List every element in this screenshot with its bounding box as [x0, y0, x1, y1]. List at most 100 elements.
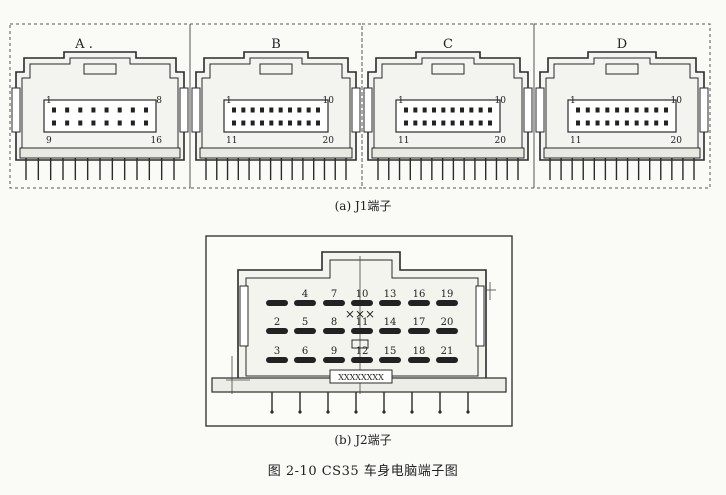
pin-hole	[260, 107, 264, 113]
pin-hole	[250, 107, 255, 113]
j2-pin	[351, 328, 373, 334]
pin-hole	[404, 107, 408, 113]
pin-hole	[144, 107, 148, 113]
pin-hole	[460, 120, 464, 126]
j2-pin-number: 9	[331, 346, 337, 357]
pin-cavity	[223, 99, 329, 133]
pin-number-last-bottom: 20	[671, 136, 683, 146]
pin-hole	[488, 107, 492, 113]
pin-number-last-bottom: 20	[495, 136, 507, 146]
pin-hole	[422, 107, 427, 113]
j2-pin	[408, 300, 430, 306]
j2-pin-number: 15	[384, 346, 397, 357]
pin-hole	[52, 107, 56, 113]
connector-label: D	[617, 37, 627, 52]
j2-key-slot	[351, 339, 369, 349]
j2-lead-tip	[354, 410, 358, 414]
pin-number-first-bottom: 11	[398, 136, 409, 146]
pin-hole	[130, 107, 135, 113]
pin-hole	[104, 120, 109, 126]
pin-number-first-bottom: 11	[570, 136, 581, 146]
pin-hole	[624, 107, 629, 113]
j2-pin-number: 14	[384, 317, 397, 328]
j2-pin	[294, 357, 316, 363]
side-clip-right	[351, 87, 361, 133]
pin-hole	[634, 107, 639, 113]
connector-dashed-frame	[9, 23, 191, 189]
j2-pin	[323, 328, 345, 334]
pin-number-last-top: 10	[495, 96, 507, 106]
connector-dashed-frame	[533, 23, 711, 189]
pin-hole	[450, 120, 455, 126]
pin-hole	[130, 120, 135, 126]
j1-caption: (a) J1端子	[334, 199, 392, 213]
pin-hole	[269, 107, 274, 113]
pin-hole	[624, 120, 629, 126]
pin-hole	[615, 120, 620, 126]
pin-cavity	[43, 99, 157, 133]
pin-number-first: 1	[226, 96, 232, 106]
pin-hole	[404, 120, 408, 126]
pin-hole	[654, 120, 659, 126]
pin-hole	[104, 107, 109, 113]
j2-pin-number: 6	[302, 346, 308, 357]
pin-hole	[78, 107, 83, 113]
pin-hole	[297, 120, 302, 126]
j2-pin-number: 7	[331, 289, 337, 300]
pin-number-first: 1	[46, 96, 52, 106]
pin-hole	[644, 120, 649, 126]
j2-housing-inner	[245, 259, 479, 377]
pin-hole	[469, 107, 474, 113]
pin-hole	[306, 107, 311, 113]
pin-hole	[232, 120, 236, 126]
pin-hole	[65, 107, 70, 113]
side-clip-left	[191, 87, 201, 133]
pin-hole	[52, 120, 56, 126]
j2-pin	[408, 357, 430, 363]
j2-pin-number: 4	[302, 289, 308, 300]
pin-hole	[297, 107, 302, 113]
side-clip-left	[239, 285, 249, 347]
j2-pin	[294, 328, 316, 334]
j2-pin-number: 16	[413, 289, 426, 300]
pin-hole	[478, 120, 483, 126]
j2-pin	[351, 357, 373, 363]
j2-pin-number: 18	[413, 346, 426, 357]
side-clip-right	[475, 285, 485, 347]
pin-hole	[117, 107, 122, 113]
pin-hole	[250, 120, 255, 126]
pin-hole	[241, 120, 246, 126]
pin-hole	[288, 120, 292, 126]
j2-pin	[323, 300, 345, 306]
pin-number-first: 1	[398, 96, 404, 106]
pin-cavity	[395, 99, 501, 133]
pin-hole	[316, 120, 320, 126]
pin-hole	[241, 107, 246, 113]
j2-lead-tip	[410, 410, 414, 414]
pin-hole	[478, 107, 483, 113]
pin-hole	[316, 107, 320, 113]
connector-base	[199, 147, 353, 159]
pin-hole	[615, 107, 620, 113]
j2-pin-number: 11	[356, 317, 369, 328]
j2-pin	[266, 300, 288, 306]
latch-tab	[259, 63, 293, 75]
pin-hole	[413, 107, 418, 113]
j2-code-box	[329, 369, 393, 384]
j2-lead-tip	[326, 410, 330, 414]
pin-hole	[605, 107, 610, 113]
pin-number-first: 1	[570, 96, 576, 106]
side-clip-left	[535, 87, 545, 133]
j2-code-text: XXXXXXXX	[338, 373, 384, 382]
pin-hole	[432, 120, 436, 126]
j2-lead-tip	[466, 410, 470, 414]
j2-pin	[351, 300, 373, 306]
j2-pin	[379, 300, 401, 306]
connector-label: A .	[74, 37, 93, 52]
j2-pin	[294, 300, 316, 306]
pin-hole	[306, 120, 311, 126]
j2-pin-number: 17	[413, 317, 426, 328]
side-clip-left	[11, 87, 21, 133]
